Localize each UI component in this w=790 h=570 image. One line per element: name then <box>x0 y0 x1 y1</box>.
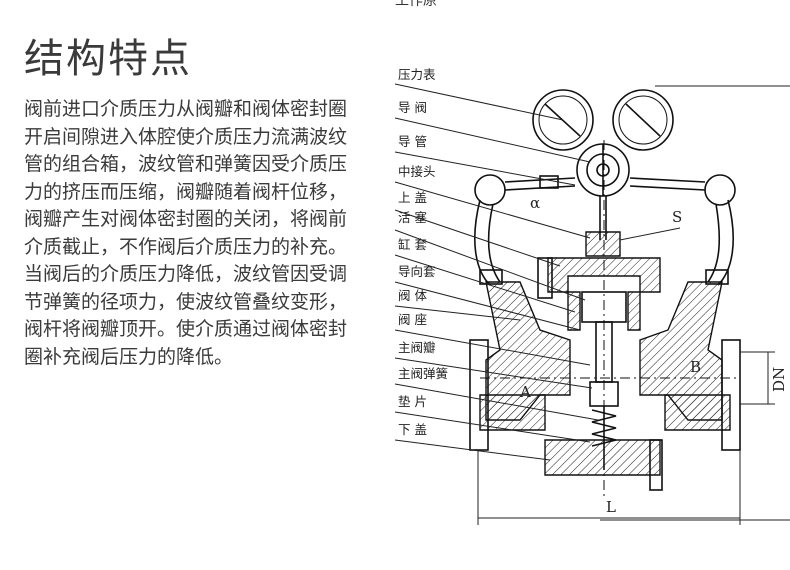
label-lower-cover: 下 盖 <box>398 422 427 437</box>
mark-b: B <box>690 358 701 376</box>
guide-tube-right <box>629 177 706 191</box>
pressure-gauge-left <box>532 89 594 151</box>
label-cylinder-sleeve: 缸 套 <box>398 237 427 252</box>
description-text: 阀前进口介质压力从阀瓣和阀体密封圈开启间隙进入体腔使介质压力流满波纹管的组合箱，… <box>24 98 348 368</box>
lower-cover <box>544 439 661 476</box>
label-main-disc: 主阀瓣 <box>398 340 436 355</box>
label-guide-sleeve: 导向套 <box>398 264 436 279</box>
mark-l: L <box>606 498 616 516</box>
label-valve-seat: 阀 座 <box>398 312 427 327</box>
label-piston: 活 塞 <box>398 210 427 225</box>
mark-dn: DN <box>770 367 788 392</box>
label-pressure-gauge: 压力表 <box>398 67 436 82</box>
label-upper-cover: 上 盖 <box>398 190 427 205</box>
mark-a: A <box>519 383 531 401</box>
page-title: 结构特点 <box>24 36 192 82</box>
clipped-top-text: 工作原 <box>395 0 437 9</box>
mark-s: S <box>672 208 682 226</box>
mark-alpha: α <box>530 194 540 212</box>
label-guide-tube: 导 管 <box>398 134 427 149</box>
label-main-spring: 主阀弹簧 <box>398 366 448 381</box>
label-middle-joint: 中接头 <box>398 164 436 179</box>
label-gasket: 垫 片 <box>398 394 427 409</box>
label-pilot-valve: 导 阀 <box>398 100 427 115</box>
pressure-gauge-right <box>612 89 674 151</box>
label-valve-body: 阀 体 <box>398 288 427 303</box>
main-spring <box>591 409 617 447</box>
